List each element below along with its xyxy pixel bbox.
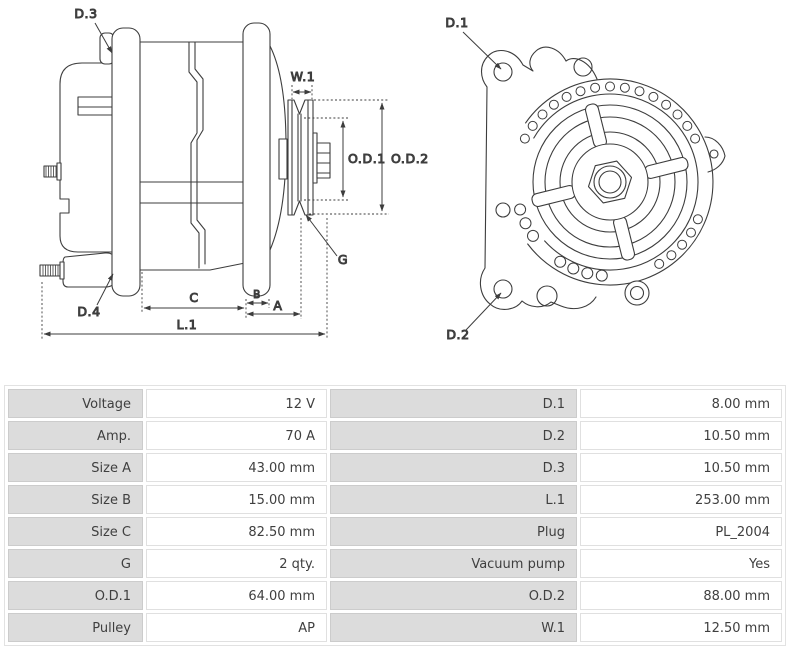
spec-label: Voltage (8, 389, 143, 418)
dim-label-d3: D.3 (74, 6, 97, 21)
dim-label-w1: W.1 (291, 69, 316, 84)
dim-label-od2: O.D.2 (391, 151, 429, 166)
spec-value: PL_2004 (580, 517, 782, 546)
spec-label: D.1 (330, 389, 577, 418)
spec-label: L.1 (330, 485, 577, 514)
spec-value: 12.50 mm (580, 613, 782, 642)
spec-label: D.3 (330, 453, 577, 482)
vent-slots (514, 81, 703, 282)
dim-label-od1: O.D.1 (348, 151, 386, 166)
spec-label: D.2 (330, 421, 577, 450)
spec-value: 12 V (146, 389, 327, 418)
side-view-dimensions: D.3 D.4 W.1 O.D.1 O.D.2 G C B A L.1 (41, 6, 429, 340)
spec-value: Yes (580, 549, 782, 578)
dim-label-b: B (253, 289, 261, 301)
spec-value: 82.50 mm (146, 517, 327, 546)
spec-value: 15.00 mm (146, 485, 327, 514)
spec-value: 43.00 mm (146, 453, 327, 482)
spec-value: 2 qty. (146, 549, 327, 578)
dim-label-d4: D.4 (77, 304, 100, 319)
spec-label: Amp. (8, 421, 143, 450)
spec-value: 10.50 mm (580, 421, 782, 450)
spec-label: W.1 (330, 613, 577, 642)
spec-label: Size C (8, 517, 143, 546)
spec-label: Size A (8, 453, 143, 482)
front-view-drawing (479, 46, 726, 310)
dim-label-l1: L.1 (177, 317, 198, 332)
spec-label: Size B (8, 485, 143, 514)
side-view-drawing (39, 22, 331, 297)
spec-label: Plug (330, 517, 577, 546)
dim-label-d1: D.1 (445, 15, 468, 30)
spec-label: O.D.1 (8, 581, 143, 610)
dim-label-c: C (189, 290, 198, 305)
spec-label: G (8, 549, 143, 578)
front-view-dimensions: D.1 D.2 (445, 15, 502, 343)
spec-value: 64.00 mm (146, 581, 327, 610)
technical-drawing: D.3 D.4 W.1 O.D.1 O.D.2 G C B A L.1 (39, 6, 726, 343)
spec-value: 253.00 mm (580, 485, 782, 514)
dim-label-g: G (338, 252, 348, 267)
spec-label: Vacuum pump (330, 549, 577, 578)
spec-value: AP (146, 613, 327, 642)
dim-label-a: A (273, 298, 282, 313)
spec-value: 10.50 mm (580, 453, 782, 482)
spec-value: 8.00 mm (580, 389, 782, 418)
spec-label: O.D.2 (330, 581, 577, 610)
spec-value: 88.00 mm (580, 581, 782, 610)
spec-value: 70 A (146, 421, 327, 450)
spec-label: Pulley (8, 613, 143, 642)
dim-label-d2: D.2 (446, 327, 469, 342)
